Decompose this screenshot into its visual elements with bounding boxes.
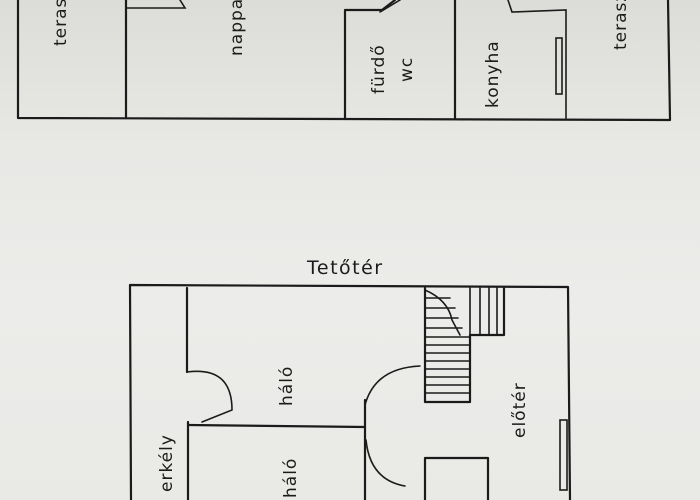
label-living-room: nappali	[227, 0, 247, 56]
bedroom-door-arch	[365, 439, 406, 487]
label-terrace-left: terasz	[51, 0, 71, 46]
label-terrace-right: terasz	[611, 0, 631, 50]
kitchen-window	[555, 37, 563, 95]
label-kitchen: konyha	[483, 40, 503, 108]
label-hallway: előtér	[510, 382, 530, 438]
bathroom-wall	[343, 0, 397, 120]
label-bedroom-top: háló	[277, 366, 297, 406]
staircase	[423, 286, 506, 404]
hallway-window	[559, 419, 568, 491]
bathroom-door-swing	[379, 0, 401, 13]
balcony-door-swing	[186, 370, 233, 423]
kitchen-door-notch	[507, 0, 567, 119]
ground-floor-plan: terasz nappali fürdő wc konyha terasz	[16, 0, 672, 122]
label-balcony: erkély	[157, 434, 177, 492]
attic-outer-wall	[128, 283, 572, 500]
closet-wall	[423, 456, 490, 500]
ground-floor-outer-wall	[16, 0, 672, 122]
living-room-door-notch	[125, 0, 187, 9]
attic-plan: Tetőtér	[128, 257, 572, 500]
label-bedroom-bottom: háló	[281, 458, 301, 498]
label-bathroom: fürdő	[369, 44, 389, 94]
label-wc: wc	[397, 57, 417, 82]
hallway-arch-door	[364, 365, 421, 406]
bedroom-divider-wall	[186, 423, 367, 429]
attic-title: Tetőtér	[306, 257, 384, 279]
